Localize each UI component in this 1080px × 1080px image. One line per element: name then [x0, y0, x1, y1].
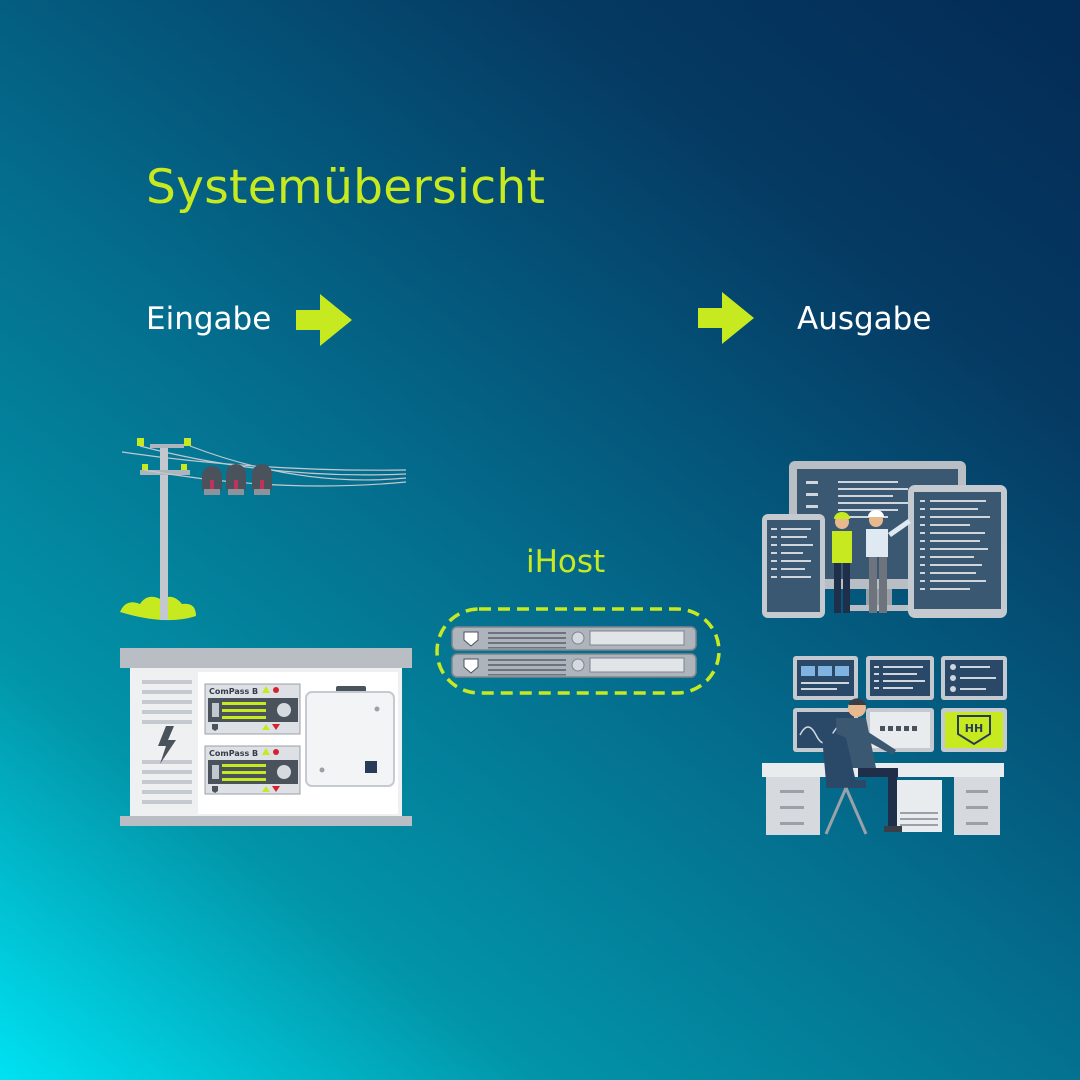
device-label-1: ComPass B	[209, 687, 258, 696]
output-arrow-icon	[698, 292, 754, 344]
power-pole-icon	[120, 438, 407, 621]
input-arrow-icon	[296, 294, 352, 346]
operator-icon	[836, 698, 902, 832]
page-title: Systemübersicht	[146, 160, 546, 215]
substation-cabinet: ComPass B ComPass B	[120, 648, 412, 826]
input-label: Eingabe	[146, 301, 272, 337]
monitoring-screens	[762, 461, 1007, 618]
engineer-icon	[866, 510, 911, 613]
engineer-icon	[832, 512, 852, 613]
ihost-label: iHost	[526, 544, 606, 580]
output-label: Ausgabe	[797, 301, 932, 337]
lightning-icon	[158, 726, 176, 764]
ihost-server	[435, 607, 721, 695]
chair-icon	[822, 733, 868, 835]
logo-text: HH	[965, 722, 983, 735]
control-room: HH	[762, 656, 1007, 835]
device-label-2: ComPass B	[209, 749, 258, 758]
